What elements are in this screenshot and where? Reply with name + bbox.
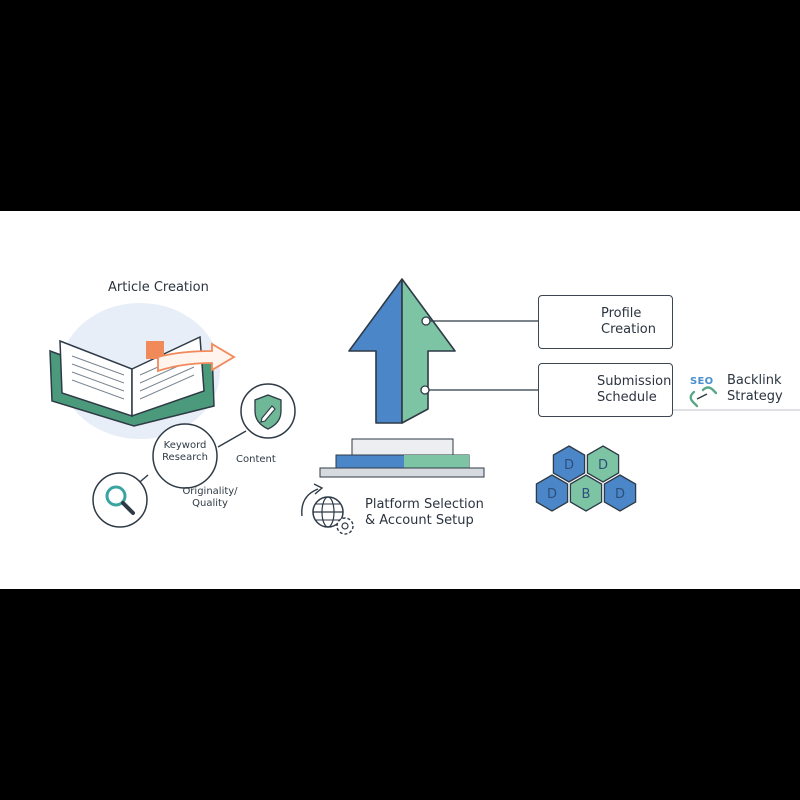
profile-creation-label: Profile Creation [601,306,657,337]
keyword-research-node [152,423,218,489]
hexagon [552,445,586,483]
card-connectors [429,320,800,411]
hexagon-letter: D [615,487,625,502]
profile-creation-card: Profile Creation [538,295,673,349]
platform-setup-label: Platform Selection & Account Setup [365,497,484,528]
seo-tag: SEO [690,376,714,387]
shield-pencil-icon [240,383,296,439]
originality-quality-label: Originality/ Quality [182,486,238,509]
link-icon [689,386,718,408]
hexagon-letter: B [582,487,591,502]
submission-schedule-card: Submission Schedule [538,363,673,417]
book-highlight [146,341,164,359]
hexagon-letter: D [547,487,557,502]
magnifier-icon [92,472,148,528]
hexagon [586,445,620,483]
hexagon-letter: D [564,458,574,473]
keyword-research-label: Keyword Research [162,440,208,463]
pedestal [319,438,485,478]
hexagon [535,474,569,512]
article-creation-label: Article Creation [108,280,209,295]
submission-schedule-label: Submission Schedule [597,374,672,405]
upload-arrow-icon [348,278,456,424]
hexagon-letter: D [598,458,608,473]
arrow-right-icon [157,342,236,373]
backlink-strategy-label: Backlink Strategy [727,373,783,404]
content-label: Content [236,454,276,465]
hexagon [569,474,603,512]
book-icon [49,303,220,439]
globe-gear-icon [301,483,354,535]
hexagon [603,474,637,512]
